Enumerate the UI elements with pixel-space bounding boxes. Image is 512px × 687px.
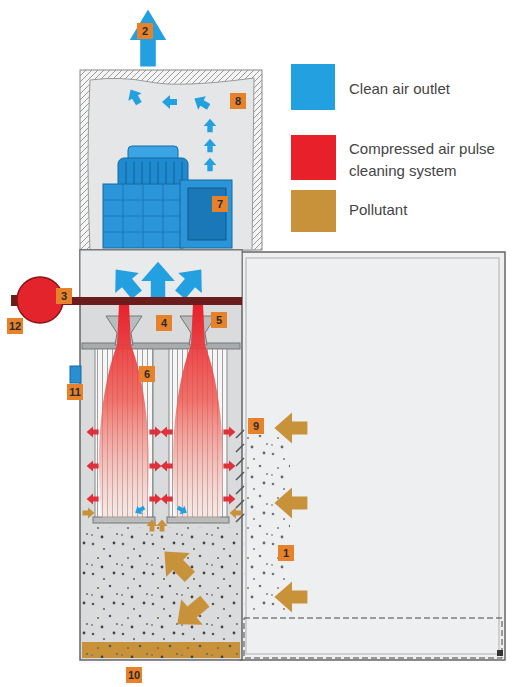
fan-scroll <box>180 180 232 248</box>
legend-swatch <box>291 135 336 180</box>
tube-sheet <box>82 343 240 349</box>
pollutant-arrow <box>274 582 307 613</box>
pulse-arrow <box>87 426 99 437</box>
inlet-louvers <box>236 430 244 522</box>
callout-number: 7 <box>212 196 228 212</box>
callout-number: 1 <box>278 545 294 561</box>
pollutant-arrow <box>82 507 94 518</box>
pollutant-arrow <box>153 540 202 589</box>
callout-number: 9 <box>248 418 264 434</box>
pulse-arrow <box>161 426 173 437</box>
clean-air-arrow <box>124 86 146 108</box>
callout-number: 2 <box>137 23 153 39</box>
hopper-dust <box>82 527 240 642</box>
callout-number: 10 <box>126 667 142 683</box>
side-cabinet <box>240 252 505 660</box>
control-box <box>70 366 81 383</box>
legend-label: Pollutant <box>349 199 499 221</box>
collector-body <box>80 250 242 660</box>
dust-layer-grain <box>82 642 240 658</box>
pulse-arrow <box>223 426 235 437</box>
dust-drawer-outline <box>244 618 502 658</box>
incoming-dust <box>244 430 290 615</box>
pulse-arrow <box>161 460 173 471</box>
pulse-arrow <box>87 460 99 471</box>
pulse-jet <box>99 304 149 518</box>
pollutant-arrow <box>166 588 215 637</box>
clean-air-arrow <box>133 503 147 517</box>
legend-label: Clean air outlet <box>349 78 499 100</box>
clean-air-arrow <box>204 158 217 172</box>
pulse-arrow <box>149 493 161 504</box>
pollutant-arrow <box>274 413 307 444</box>
legend-label: Compressed air pulse cleaning system <box>349 138 499 182</box>
pulse-arrow <box>149 426 161 437</box>
pulse-arrow <box>149 460 161 471</box>
clean-air-outlet-arrow <box>130 10 166 67</box>
dust-layer <box>82 642 240 658</box>
fan-housing-wall <box>80 70 262 250</box>
callout-number: 8 <box>230 93 246 109</box>
drawer-handle <box>497 650 503 656</box>
pollutant-arrow <box>274 488 307 519</box>
callout-number: 6 <box>139 366 155 382</box>
callout-number: 3 <box>56 288 72 304</box>
clean-air-arrow <box>191 92 213 114</box>
callout-number: 5 <box>211 312 227 328</box>
legend-swatch <box>291 64 335 110</box>
pulse-arrow <box>223 493 235 504</box>
callout-number: 11 <box>67 384 83 400</box>
pollutant-arrow <box>230 507 242 518</box>
callout-number: 12 <box>7 318 23 334</box>
callout-number: 4 <box>156 315 172 331</box>
clean-air-arrow <box>204 119 217 133</box>
clean-air-plenum <box>80 250 242 300</box>
fan-chamber <box>88 78 254 250</box>
clean-air-arrow <box>141 262 175 298</box>
pollutant-arrow <box>156 520 167 532</box>
legend-swatch <box>291 190 336 232</box>
fan-casing-grid <box>103 184 183 248</box>
pulse-jet <box>173 304 223 518</box>
pollutant-arrow <box>146 520 157 532</box>
clean-air-arrow <box>175 503 189 517</box>
pulse-arrow <box>87 493 99 504</box>
pulse-arrow <box>161 493 173 504</box>
pulse-arrow <box>223 460 235 471</box>
clean-air-arrow <box>162 95 177 109</box>
fan-casing <box>103 184 183 248</box>
clean-air-arrow <box>204 139 217 153</box>
